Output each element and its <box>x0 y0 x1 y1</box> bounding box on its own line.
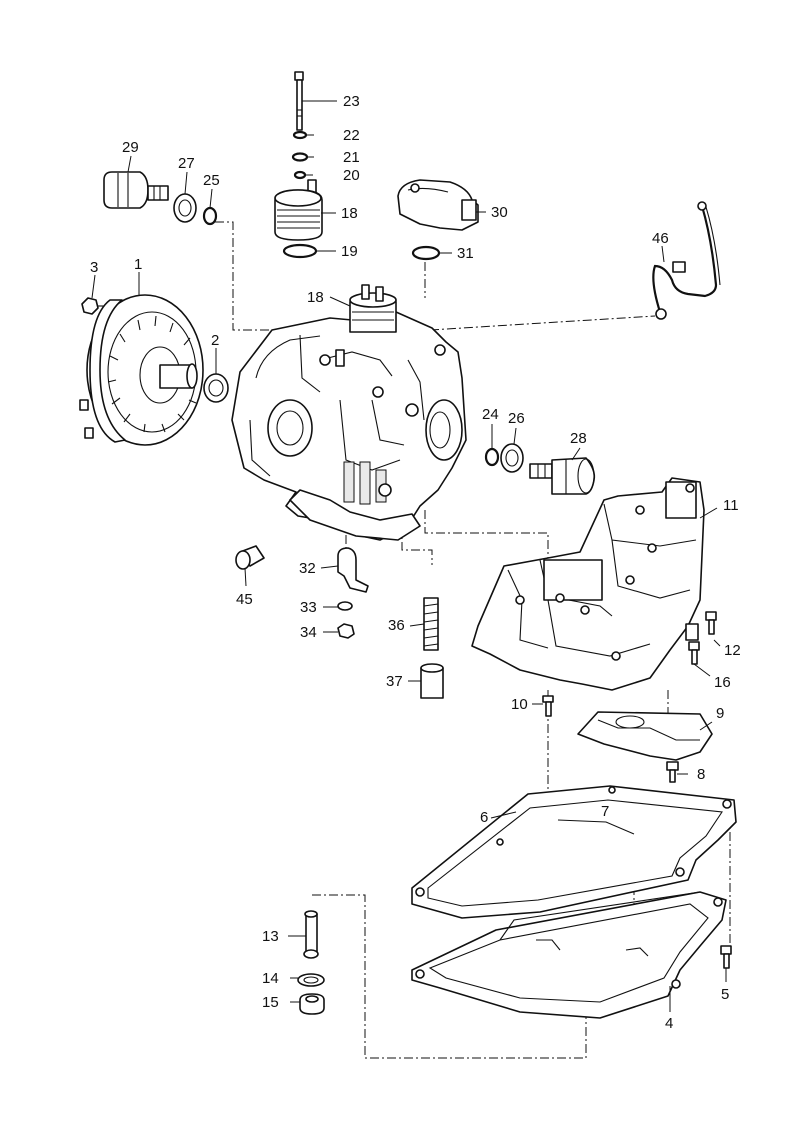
plug-15 <box>299 993 325 1015</box>
oil-cooler-18-mounted <box>349 284 397 333</box>
callout-16: 16 <box>714 674 731 691</box>
o-ring-20 <box>293 170 307 180</box>
bolt-16 <box>688 641 700 665</box>
callout-12: 12 <box>724 642 741 659</box>
callout-32: 32 <box>299 560 316 577</box>
filter-9 <box>577 711 713 761</box>
callout-3: 3 <box>90 259 98 276</box>
callout-4: 4 <box>665 1015 673 1032</box>
callout-11: 11 <box>723 497 739 514</box>
nut-34 <box>337 623 355 639</box>
callout-36: 36 <box>388 617 405 634</box>
callout-30: 30 <box>491 204 508 221</box>
callout-23: 23 <box>343 93 360 110</box>
plug-45 <box>235 545 265 570</box>
bolt-23 <box>294 71 304 131</box>
callout-37: 37 <box>386 673 403 690</box>
callout-6: 6 <box>480 809 488 826</box>
leader-lines <box>91 100 727 1012</box>
bolt-10 <box>542 695 554 717</box>
oil-pan-4 <box>411 891 727 1019</box>
torque-converter-1 <box>79 294 204 446</box>
callout-25: 25 <box>203 172 220 189</box>
flange-shaft-29 <box>103 171 169 209</box>
callout-21: 21 <box>343 149 360 166</box>
callout-1: 1 <box>134 256 142 273</box>
callout-2: 2 <box>211 332 219 349</box>
seal-2 <box>203 373 229 403</box>
piston-37 <box>420 663 444 699</box>
callout-28: 28 <box>570 430 587 447</box>
callout-27: 27 <box>178 155 195 172</box>
callout-10: 10 <box>511 696 528 713</box>
sensor-30 <box>397 179 479 231</box>
callout-15: 15 <box>262 994 279 1011</box>
ring-24 <box>484 447 500 467</box>
callout-9: 9 <box>716 705 724 722</box>
callout-5: 5 <box>721 986 729 1003</box>
washer-33 <box>337 601 353 611</box>
callout-19: 19 <box>341 243 358 260</box>
gasket-6 <box>411 785 737 919</box>
callout-33: 33 <box>300 599 317 616</box>
callout-labels: 1 2 3 4 5 6 7 8 9 10 11 12 13 14 15 16 1… <box>90 93 741 1032</box>
o-ring-21 <box>291 152 309 162</box>
callout-26: 26 <box>508 410 525 427</box>
oil-cooler-18-upper <box>274 179 323 241</box>
callout-13: 13 <box>262 928 279 945</box>
callout-18-upper: 18 <box>341 205 358 222</box>
o-ring-19 <box>282 243 318 259</box>
valve-body-11 <box>471 477 705 691</box>
callout-29: 29 <box>122 139 139 156</box>
pipe-46 <box>652 201 721 320</box>
o-ring-22 <box>292 130 308 140</box>
callout-22: 22 <box>343 127 360 144</box>
callout-31: 31 <box>457 245 474 262</box>
seal-26 <box>500 443 524 473</box>
ring-25 <box>202 206 218 226</box>
callout-34: 34 <box>300 624 317 641</box>
bracket-32 <box>337 547 369 593</box>
callout-20: 20 <box>343 167 360 184</box>
seal-27 <box>173 193 197 223</box>
callout-46: 46 <box>652 230 669 247</box>
flange-shaft-28 <box>529 457 596 495</box>
callout-14: 14 <box>262 970 279 987</box>
callout-8: 8 <box>697 766 705 783</box>
pipe-13 <box>303 910 319 959</box>
bolt-12 <box>705 611 717 635</box>
o-ring-31 <box>411 245 441 261</box>
bolt-8 <box>666 761 679 783</box>
bolt-5 <box>720 945 732 969</box>
callout-18-mounted: 18 <box>307 289 324 306</box>
spring-36 <box>423 597 439 651</box>
callout-24: 24 <box>482 406 499 423</box>
transmission-housing <box>231 311 467 541</box>
callout-45: 45 <box>236 591 253 608</box>
callout-7: 7 <box>601 803 609 820</box>
seal-14 <box>297 973 325 987</box>
